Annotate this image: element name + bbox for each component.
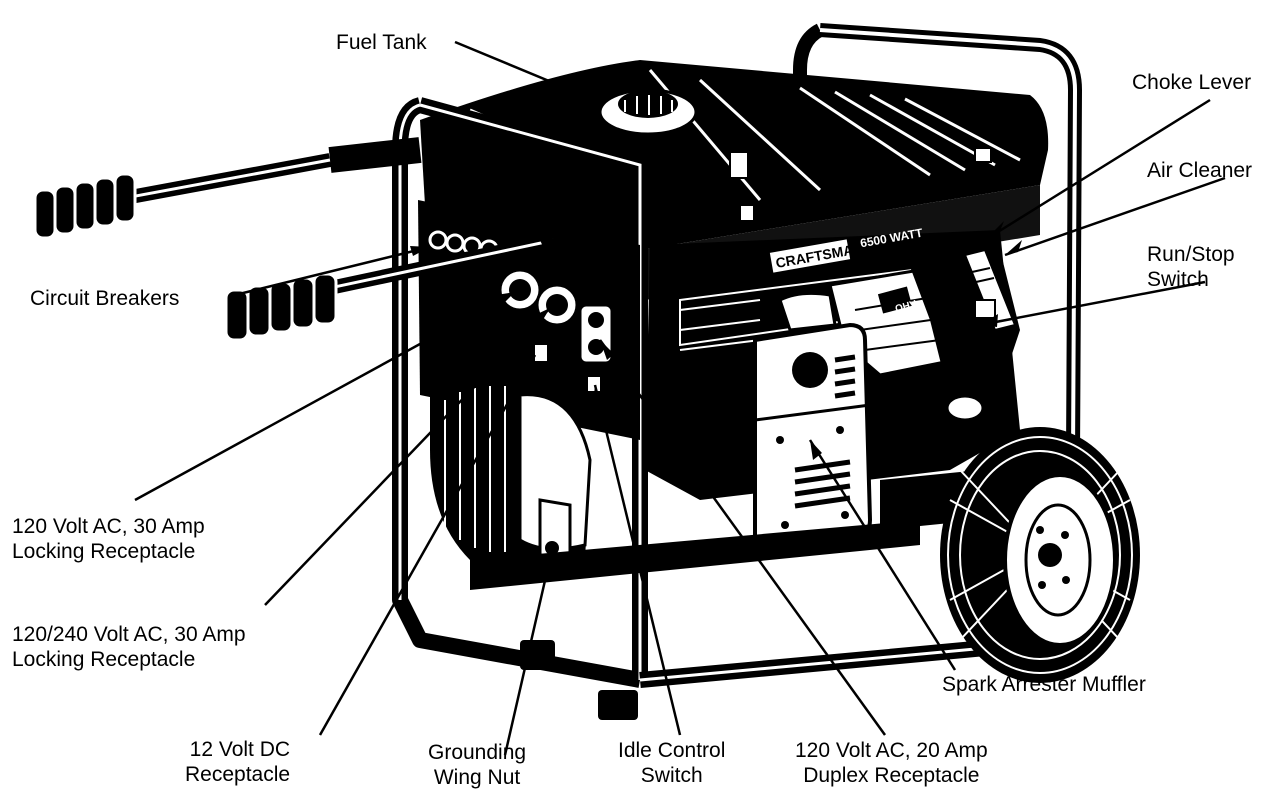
label-120v-20a-duplex-receptacle: 120 Volt AC, 20 Amp Duplex Receptacle (795, 739, 988, 787)
label-air-cleaner: Air Cleaner (1147, 159, 1253, 182)
handles (33, 137, 640, 342)
leader-lines (134, 40, 1226, 756)
label-circuit-breakers: Circuit Breakers (30, 287, 180, 310)
label-run-stop-switch: Run/Stop Switch (1147, 243, 1235, 291)
label-spark-arrester-muffler: Spark Arrester Muffler (942, 673, 1146, 696)
label-12v-dc-receptacle: 12 Volt DC Receptacle (185, 738, 291, 786)
arrowheads (410, 84, 1022, 570)
label-idle-control-switch: Idle Control Switch (618, 739, 726, 787)
label-120-240v-30a-receptacle: 120/240 Volt AC, 30 Amp Locking Receptac… (12, 623, 246, 671)
label-choke-lever: Choke Lever (1132, 71, 1252, 94)
label-120v-30a-receptacle: 120 Volt AC, 30 Amp Locking Receptacle (12, 515, 205, 563)
spark-arrester-muffler-shape (753, 322, 873, 553)
label-fuel-tank: Fuel Tank (336, 31, 427, 54)
wheel (940, 427, 1140, 683)
label-grounding-wing-nut: Grounding Wing Nut (428, 741, 527, 789)
